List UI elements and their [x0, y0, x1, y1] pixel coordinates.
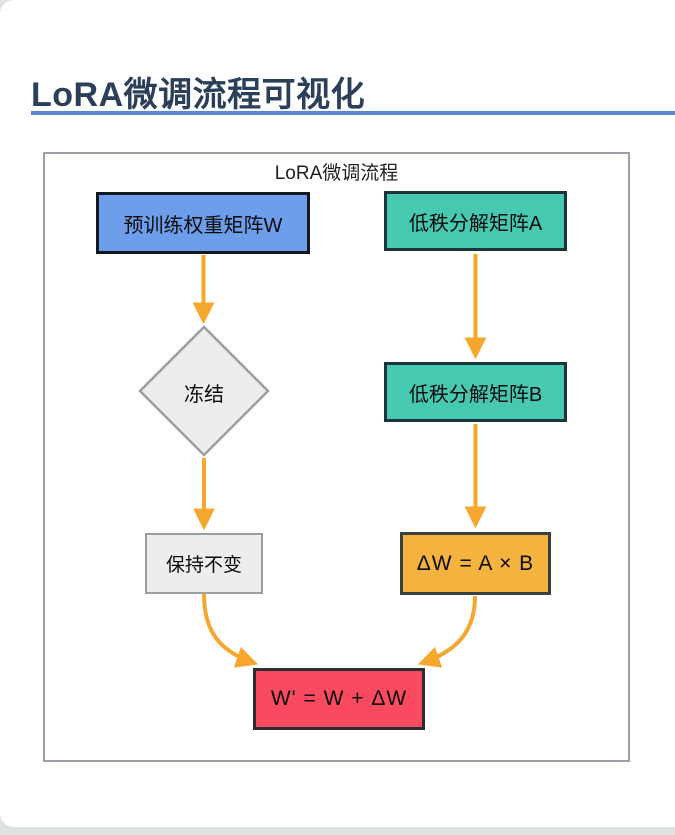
- node-unchanged-label: 保持不变: [165, 555, 242, 576]
- node-merged-weights-label: W' = W + ΔW: [270, 687, 408, 710]
- node-unchanged: 保持不变: [145, 533, 263, 594]
- node-matrix-a-label: 低秩分解矩阵A: [408, 212, 543, 235]
- title-underline: [31, 111, 675, 115]
- node-pretrained-label: 预训练权重矩阵W: [123, 214, 283, 237]
- node-delta-w-label: ΔW = A × B: [416, 551, 535, 575]
- node-merged-weights: W' = W + ΔW: [253, 668, 425, 730]
- node-freeze-label: 冻结: [184, 384, 224, 406]
- node-pretrained-weights: 预训练权重矩阵W: [96, 192, 310, 254]
- node-matrix-b: 低秩分解矩阵B: [384, 362, 567, 422]
- node-matrix-b-label: 低秩分解矩阵B: [408, 383, 543, 406]
- page-title: LoRA微调流程可视化: [31, 75, 366, 114]
- node-matrix-a: 低秩分解矩阵A: [384, 191, 567, 251]
- node-delta-w: ΔW = A × B: [400, 532, 551, 595]
- flowchart-title: LoRA微调流程: [274, 163, 399, 184]
